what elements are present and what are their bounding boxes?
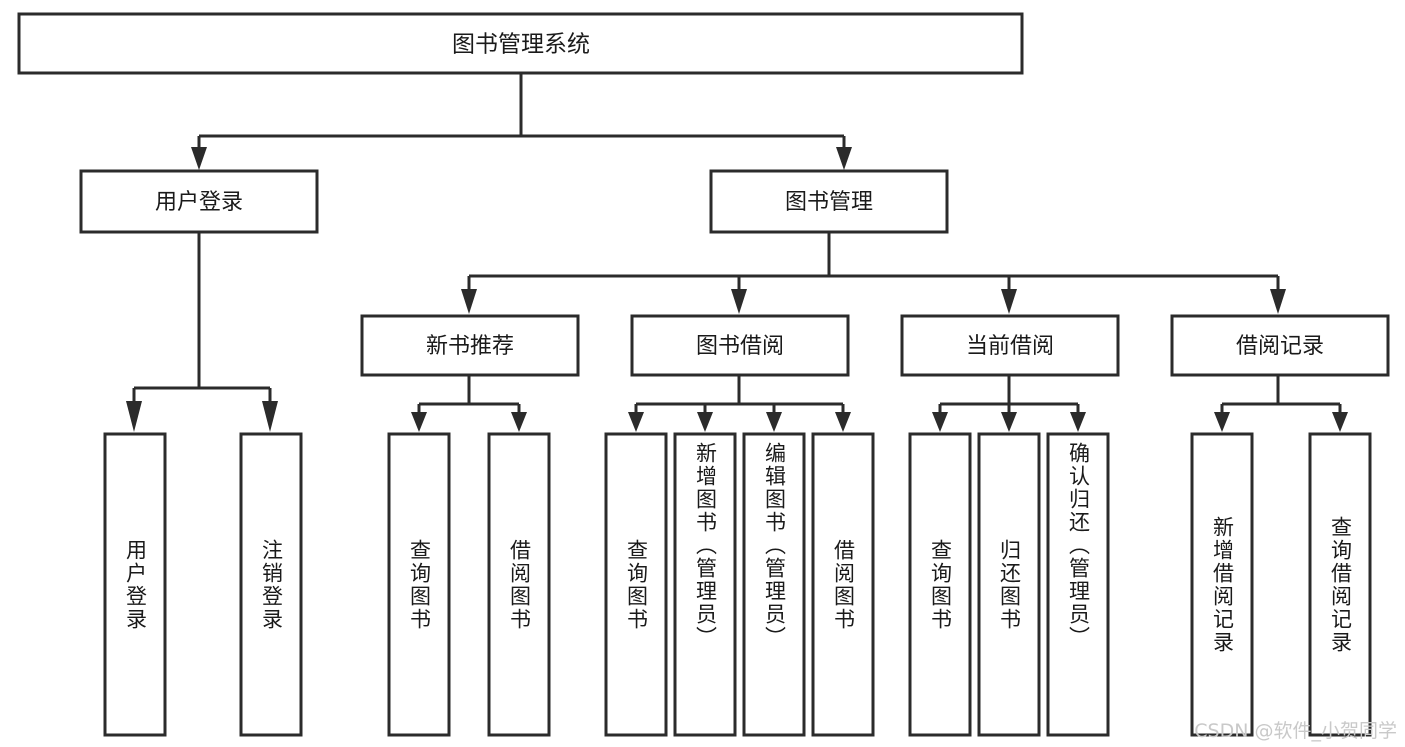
connector-bookborrow-to-leaves xyxy=(628,375,851,432)
leaf-box-add-borrow-record[interactable] xyxy=(1190,432,1254,737)
csdn-watermark: CSDN @软件_小贺同学 xyxy=(1194,720,1397,742)
leaf-box-user-login[interactable] xyxy=(103,432,167,737)
leaf-box-query-borrow-record[interactable] xyxy=(1308,432,1372,737)
node-user-login-label: 用户登录 xyxy=(155,190,243,215)
node-borrow-record[interactable]: 借阅记录 xyxy=(1170,314,1390,377)
leaf-box-query-book-2[interactable] xyxy=(604,432,668,737)
leaf-box-query-book-3[interactable] xyxy=(908,432,972,737)
leaf-box-edit-book[interactable] xyxy=(742,432,806,737)
leaf-box-add-book[interactable] xyxy=(673,432,737,737)
connector-bookmgmt-to-level3 xyxy=(461,232,1286,314)
leaf-box-confirm-return[interactable] xyxy=(1046,432,1110,737)
leaf-box-query-book-1[interactable] xyxy=(387,432,451,737)
node-current-borrow-label: 当前借阅 xyxy=(966,334,1054,359)
node-current-borrow[interactable]: 当前借阅 xyxy=(900,314,1120,377)
node-borrow-record-label: 借阅记录 xyxy=(1236,334,1324,359)
leaf-box-borrow-book-1[interactable] xyxy=(487,432,551,737)
node-root-system[interactable]: 图书管理系统 xyxy=(17,12,1024,75)
connector-root-to-level2 xyxy=(191,73,852,170)
connector-currentborrow-to-leaves xyxy=(932,375,1086,432)
node-user-login[interactable]: 用户登录 xyxy=(79,169,319,234)
node-new-book-recommend-label: 新书推荐 xyxy=(426,334,514,359)
node-book-borrow[interactable]: 图书借阅 xyxy=(630,314,850,377)
leaf-box-logout[interactable] xyxy=(239,432,303,737)
node-book-borrow-label: 图书借阅 xyxy=(696,334,784,359)
connector-borrowrecord-to-leaves xyxy=(1214,375,1348,432)
connector-userlogin-to-leaves xyxy=(126,232,278,432)
node-book-management[interactable]: 图书管理 xyxy=(709,169,949,234)
leaf-box-return-book[interactable] xyxy=(977,432,1041,737)
connector-newbook-to-leaves xyxy=(411,375,527,432)
node-book-management-label: 图书管理 xyxy=(785,190,873,215)
leaf-box-borrow-book-2[interactable] xyxy=(811,432,875,737)
node-root-system-label: 图书管理系统 xyxy=(452,32,590,58)
node-new-book-recommend[interactable]: 新书推荐 xyxy=(360,314,580,377)
